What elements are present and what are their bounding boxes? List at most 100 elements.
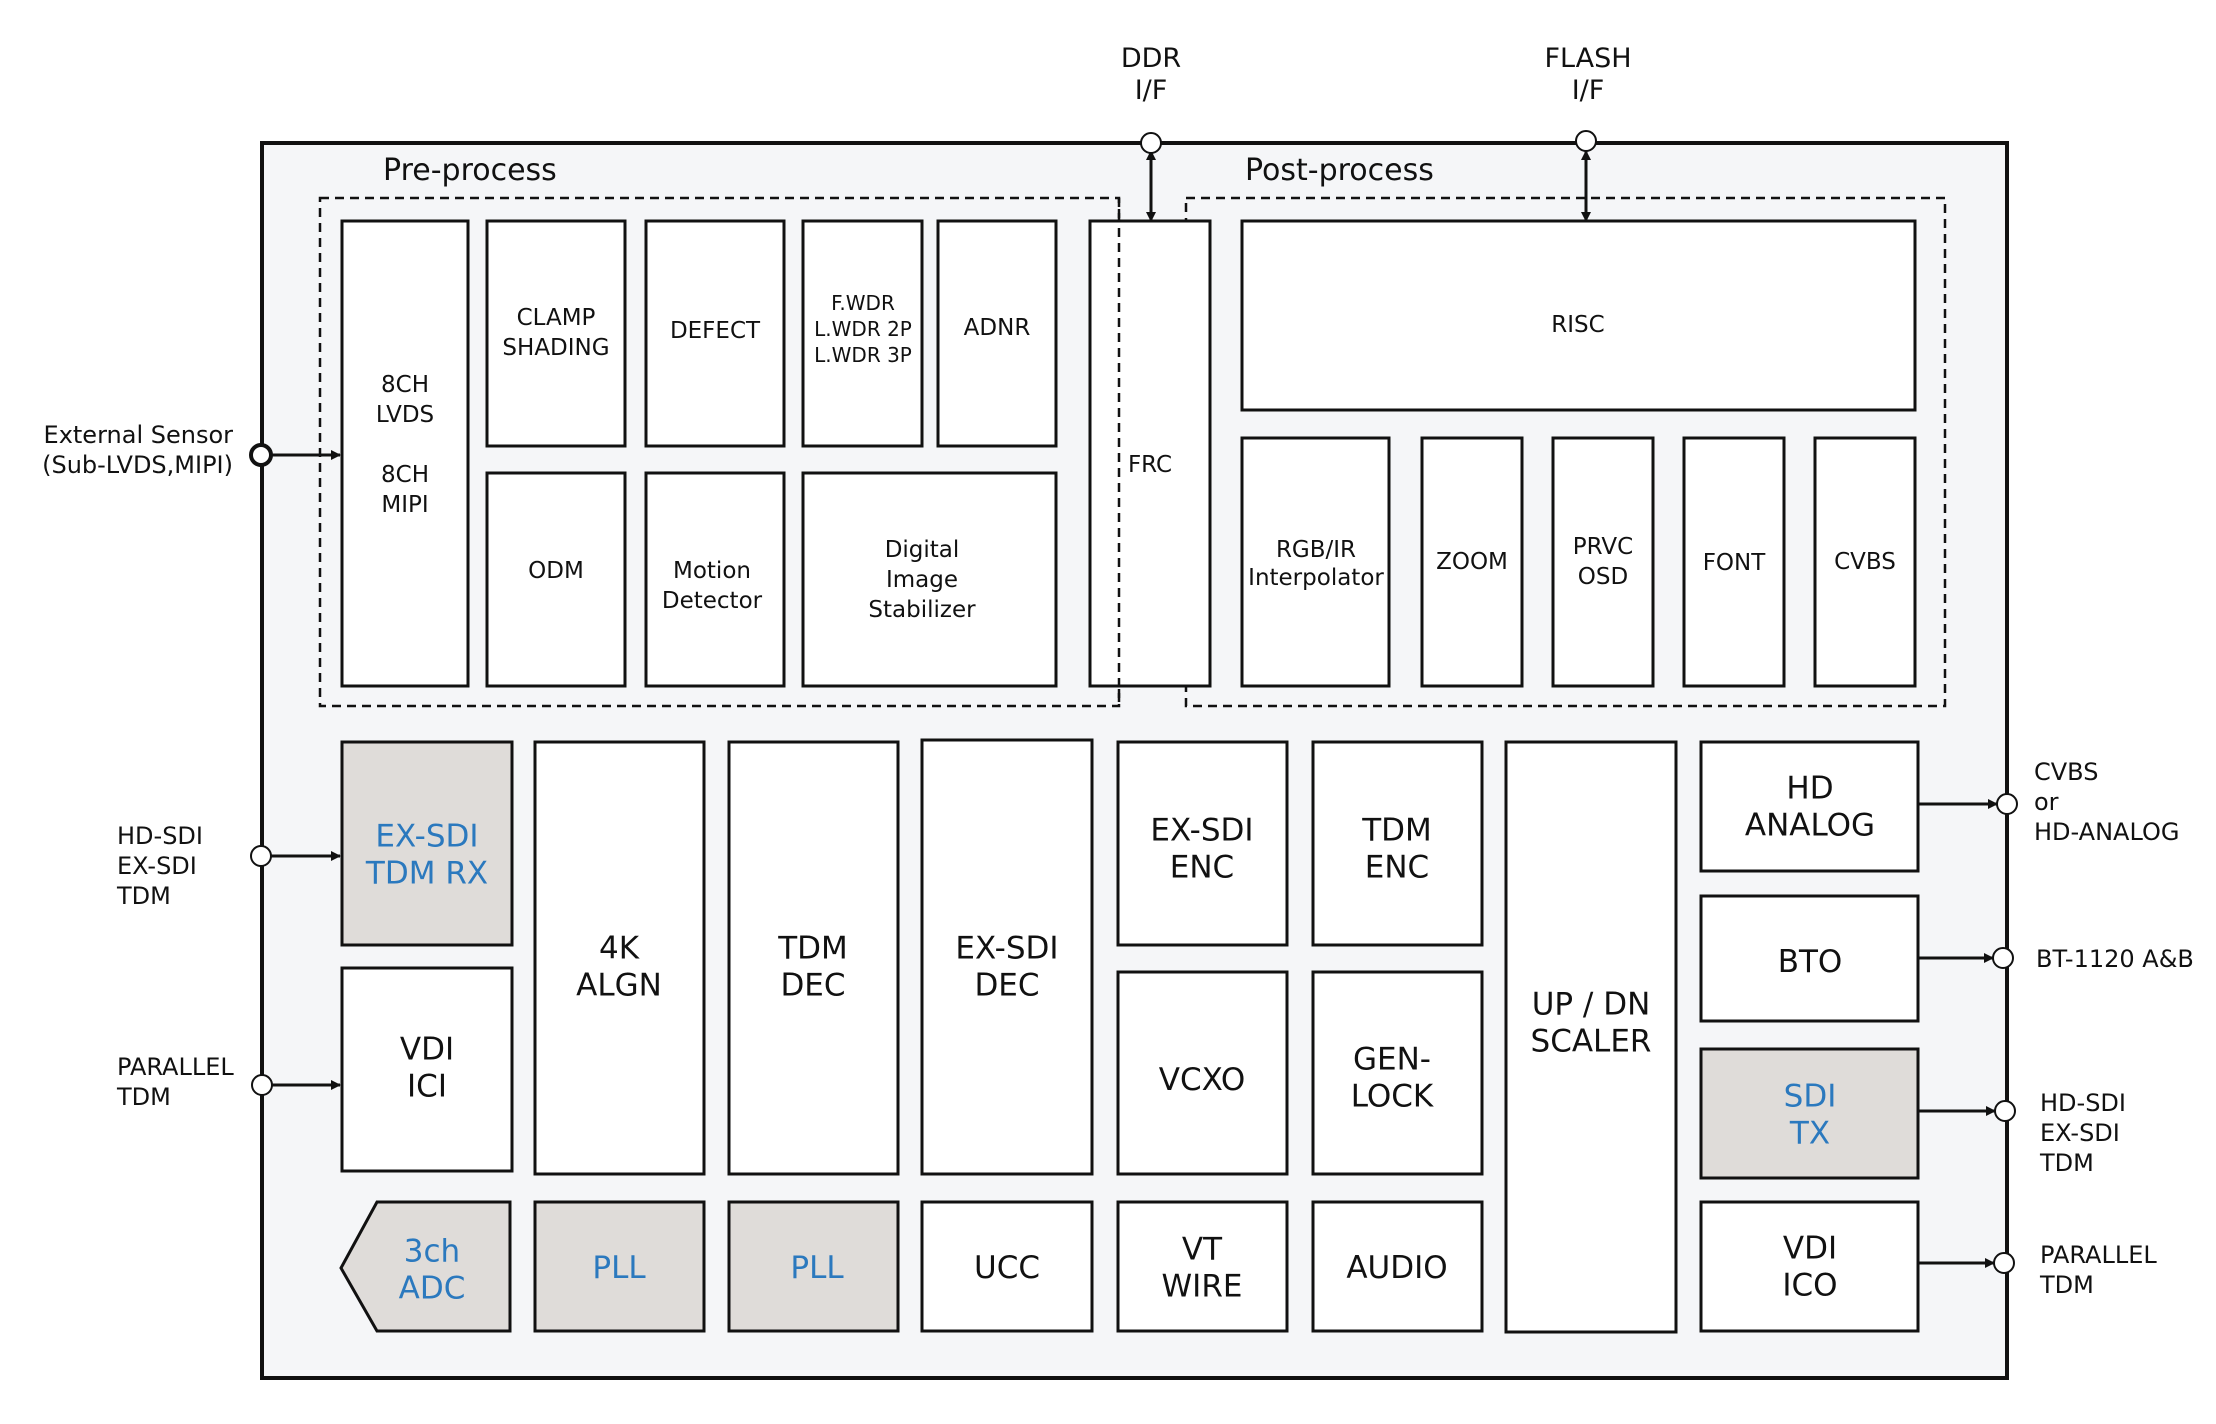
bto-label: BTO (1778, 944, 1843, 980)
sdi-output-label-line-2: EX-SDI (2040, 1119, 2120, 1147)
cvbs-output-label-line-1: CVBS (2034, 758, 2098, 786)
font-label: FONT (1703, 550, 1767, 576)
exsdi-tdm-rx-label-line-2: TDM RX (365, 856, 488, 892)
adnr-block (936, 219, 1058, 448)
vdi-ici-label-line-1: VDI (400, 1032, 454, 1068)
prvc-osd-label-line-2: OSD (1578, 564, 1628, 590)
image-stabilizer-label-line-2: Image (886, 567, 958, 593)
tdm-enc-label-line-1: TDM (1361, 813, 1432, 849)
align-4k-block (533, 740, 706, 1176)
parallel-input-label-line-2: TDM (116, 1083, 171, 1111)
parallel-input-port (251, 1074, 273, 1096)
risc-label: RISC (1551, 312, 1604, 338)
cvbs-block (1813, 436, 1917, 688)
sdi-input-label-line-3: TDM (116, 882, 171, 910)
sdi-output-label-line-1: HD-SDI (2040, 1089, 2126, 1117)
zoom-label-line-1: ZOOM (1436, 549, 1508, 575)
tdm-dec-label-line-2: DEC (780, 968, 845, 1004)
sdi-output-label-line-3: TDM (2039, 1149, 2094, 1177)
image-stabilizer-block (801, 471, 1058, 688)
hd-analog-block (1699, 740, 1920, 873)
vt-wire-label-line-2: WIRE (1162, 1269, 1243, 1305)
vdi-ici-block (340, 966, 514, 1173)
prvc-osd-block (1551, 436, 1655, 688)
sdi-input-port (250, 845, 272, 867)
rgbir-interpolator-label-line-1: RGB/IR (1276, 537, 1356, 563)
audio-label-line-1: AUDIO (1346, 1250, 1447, 1286)
image-stabilizer-label-line-1: Digital (885, 537, 960, 563)
scaler-block (1504, 740, 1678, 1334)
lvds-mipi-label-line-2: LVDS (376, 402, 434, 428)
exsdi-enc-label-line-2: ENC (1170, 850, 1234, 886)
lvds-mipi-label: 8CH LVDS 8CH MIPI (376, 372, 434, 518)
vcxo-label-line-1: VCXO (1159, 1062, 1246, 1098)
genlock-label-line-1: GEN- (1353, 1042, 1431, 1078)
lvds-mipi-block (340, 219, 470, 688)
ucc-block (920, 1200, 1094, 1333)
pll-label-1: PLL (592, 1250, 646, 1286)
prvc-osd-label-line-1: PRVC (1573, 534, 1633, 560)
vcxo-block (1116, 970, 1289, 1176)
frc-label-line-1: FRC (1128, 452, 1172, 478)
lvds-mipi-label-line-1: 8CH (381, 372, 429, 398)
defect-label: DEFECT (670, 318, 761, 344)
motion-detector-label-line-1: Motion (673, 558, 751, 584)
tdm-enc-block (1311, 740, 1484, 947)
parallel-output-port (1993, 1252, 2015, 1274)
flash-if-label-line-1: FLASH (1544, 43, 1631, 74)
external-sensor-label: External Sensor(Sub-LVDS,MIPI) (42, 421, 233, 479)
bt1120-output-label-line-1: BT-1120 A&B (2036, 945, 2194, 973)
pll-block-1 (533, 1200, 706, 1333)
align-4k-label-line-1: 4K (599, 931, 640, 967)
genlock-label-line-2: LOCK (1351, 1079, 1434, 1115)
lvds-mipi-label-line-5: MIPI (381, 492, 428, 518)
cvbs-label-line-1: CVBS (1834, 549, 1896, 575)
sdi-input-label-line-2: EX-SDI (117, 852, 197, 880)
ddr-port (1140, 132, 1162, 154)
odm-block (485, 471, 627, 688)
audio-label: AUDIO (1346, 1250, 1447, 1286)
risc-label-line-1: RISC (1551, 312, 1604, 338)
sdi-tx-block (1699, 1047, 1920, 1180)
exsdi-dec-label-line-2: DEC (974, 968, 1039, 1004)
genlock-label: GEN-LOCK (1351, 1042, 1434, 1115)
exsdi-enc-block (1116, 740, 1289, 947)
pll-label-2-line-1: PLL (790, 1250, 844, 1286)
defect-label-line-1: DEFECT (670, 318, 761, 344)
sensor-input-port (249, 443, 273, 467)
clamp-shading-label-line-2: SHADING (502, 335, 609, 361)
cvbs-output-label-line-3: HD-ANALOG (2034, 818, 2179, 846)
post-process-label: Post-process (1245, 153, 1434, 188)
sdi-tx-label-line-2: TX (1789, 1116, 1830, 1152)
clamp-shading-label-line-1: CLAMP (517, 305, 596, 331)
lvds-mipi-label-line-4: 8CH (381, 462, 429, 488)
font-label-line-1: FONT (1703, 550, 1767, 576)
adc-label-line-1: 3ch (404, 1234, 460, 1270)
tdm-dec-block (727, 740, 900, 1176)
image-stabilizer-label-line-3: Stabilizer (868, 597, 976, 623)
odm-label-line-1: ODM (528, 558, 584, 584)
adc-label-line-2: ADC (399, 1271, 466, 1307)
flash-port (1575, 130, 1597, 152)
tdm-dec-label-line-1: TDM (777, 931, 848, 967)
adc-block (339, 1200, 512, 1333)
scaler-label-line-2: SCALER (1531, 1024, 1652, 1060)
scaler-label-line-1: UP / DN (1532, 987, 1651, 1023)
exsdi-dec-block (920, 738, 1094, 1176)
sdi-input-label-line-1: HD-SDI (117, 822, 203, 850)
hd-analog-label-line-1: HD (1786, 771, 1833, 807)
